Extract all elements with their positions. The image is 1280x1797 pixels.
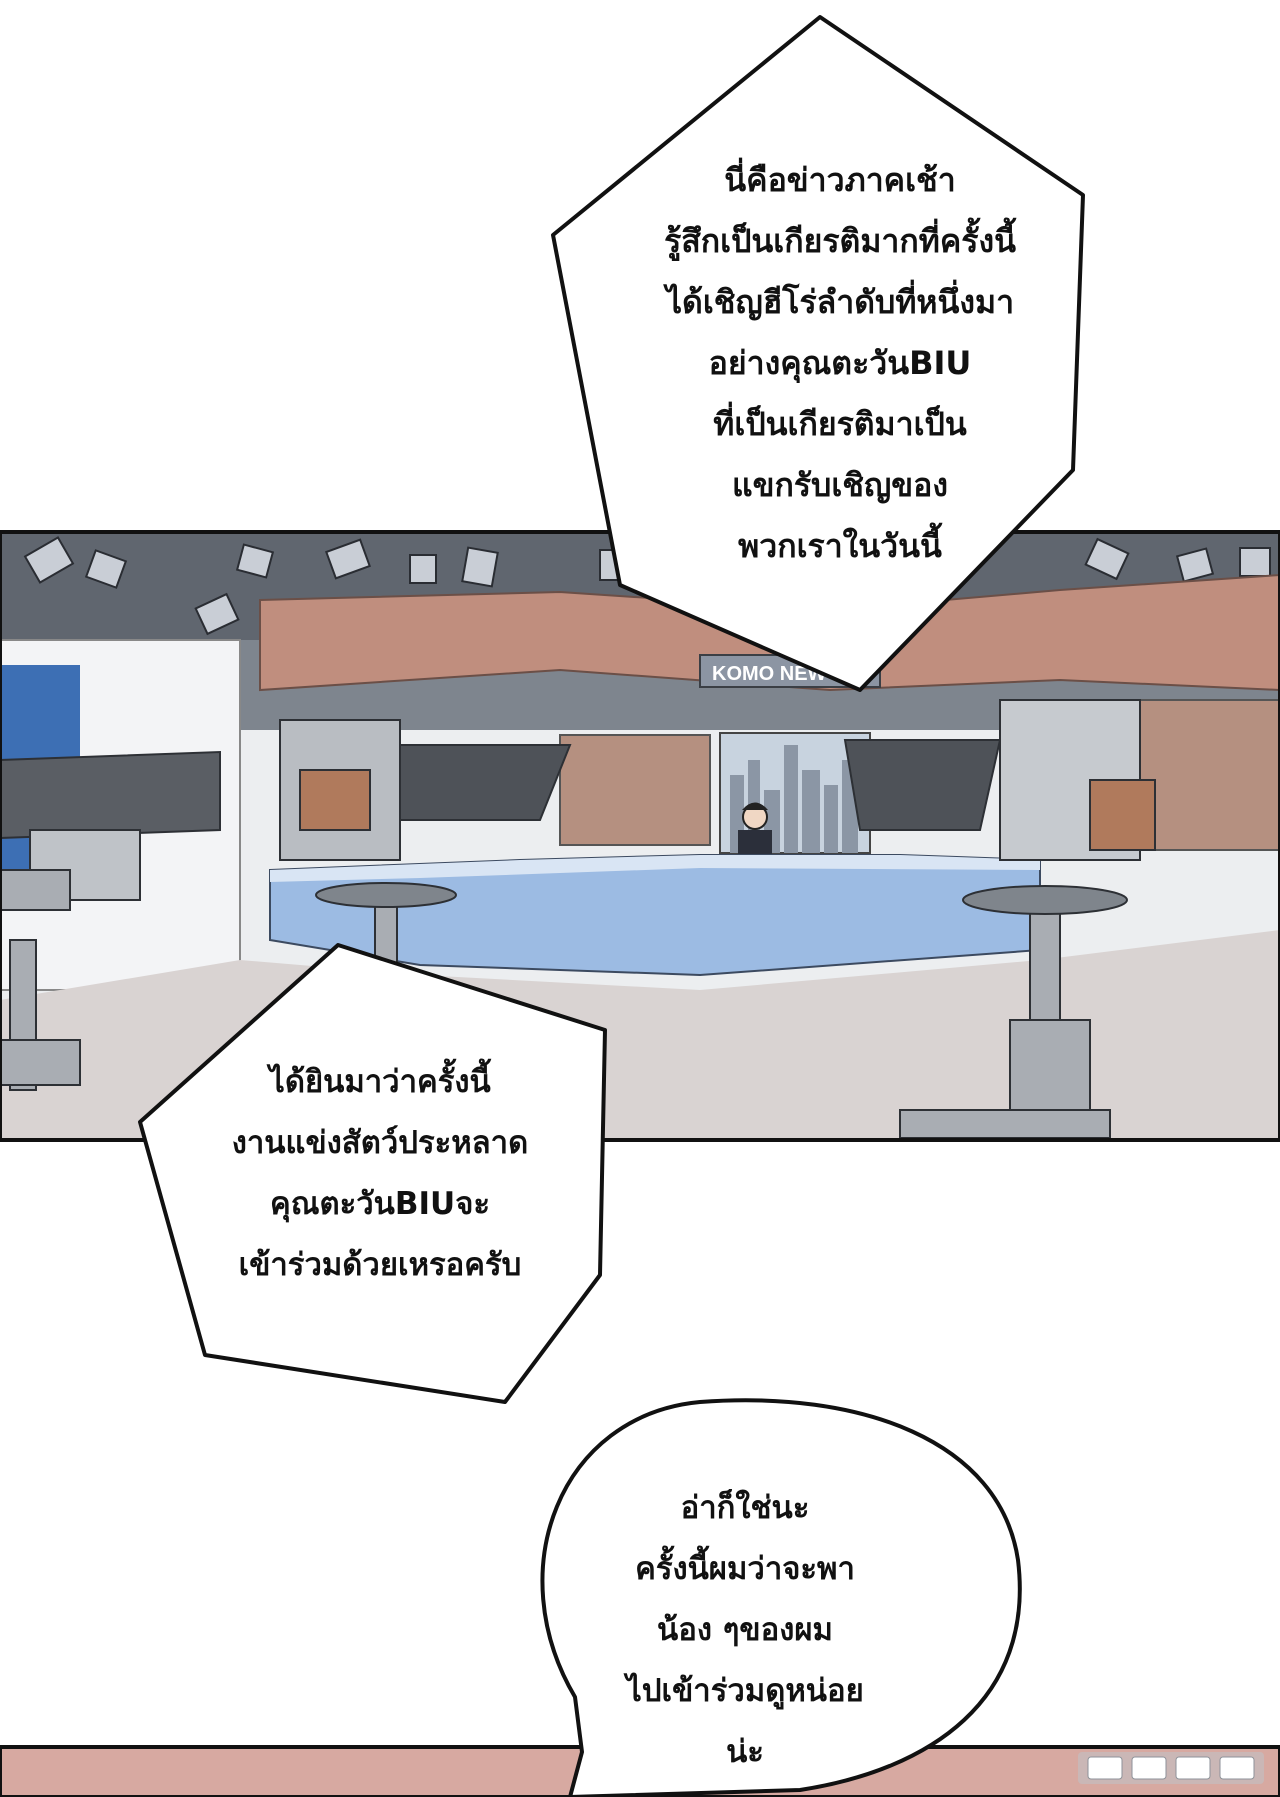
speech-bubble-middle	[138, 943, 607, 1404]
bubble-bottom-text: อ่าก็ใช่นะ ครั้งนี้ผมว่าจะพา น้อง ๆของผม…	[590, 1478, 900, 1783]
news-sign-text: KOMO NEW	[712, 663, 827, 685]
bubble-line: ได้เชิญฮีโร่ลำดับที่หนึ่งมา	[665, 283, 1015, 321]
bubble-middle-text: ได้ยินมาว่าครั้งนี้ งานแข่งสัตว์ประหลาด …	[170, 1052, 590, 1296]
bubble-top-text: นี่คือข่าวภาคเช้า รู้สึกเป็นเกียรติมากที…	[600, 150, 1080, 577]
desk-top	[270, 855, 1040, 882]
bubble-line: ครั้งนี้ผมว่าจะพา	[635, 1551, 855, 1587]
left-shutter	[559, 734, 711, 846]
camera-left	[0, 750, 221, 1091]
bubble-line: ไปเข้าร่วมดูหน่อย	[626, 1673, 864, 1709]
bubble-line: นี่คือข่าวภาคเช้า	[724, 161, 956, 199]
speech-bubble-bottom	[540, 1398, 1022, 1797]
bubble-line: พวกเราในวันนี้	[738, 527, 942, 565]
news-anchor	[738, 802, 772, 858]
speech-bubble-top	[551, 15, 1085, 692]
newsroom-panel: KOMO NEW	[0, 530, 1280, 1142]
bubble-line: งานแข่งสัตว์ประหลาด	[231, 1125, 529, 1161]
camera-center	[279, 719, 572, 1031]
bubble-line: คุณตะวันBIUจะ	[269, 1186, 491, 1222]
camera-right	[843, 699, 1156, 1139]
watermark-logo	[1078, 1752, 1264, 1784]
bubble-line: แขกรับเชิญของ	[731, 466, 948, 504]
bubble-line: ได้ยินมาว่าครั้งนี้	[269, 1064, 491, 1100]
bubble-line: ที่เป็นเกียรติมาเป็น	[713, 405, 967, 443]
studio-lights	[23, 536, 1271, 636]
bubble-line: น่ะ	[726, 1734, 764, 1770]
bubble-line: รู้สึกเป็นเกียรติมากที่ครั้งนี้	[664, 222, 1016, 260]
bubble-line: น้อง ๆของผม	[657, 1612, 833, 1648]
bubble-line: เข้าร่วมด้วยเหรอครับ	[238, 1247, 522, 1283]
bubble-line: อย่างคุณตะวันBIU	[708, 344, 972, 382]
bubble-line: อ่าก็ใช่นะ	[680, 1490, 810, 1526]
